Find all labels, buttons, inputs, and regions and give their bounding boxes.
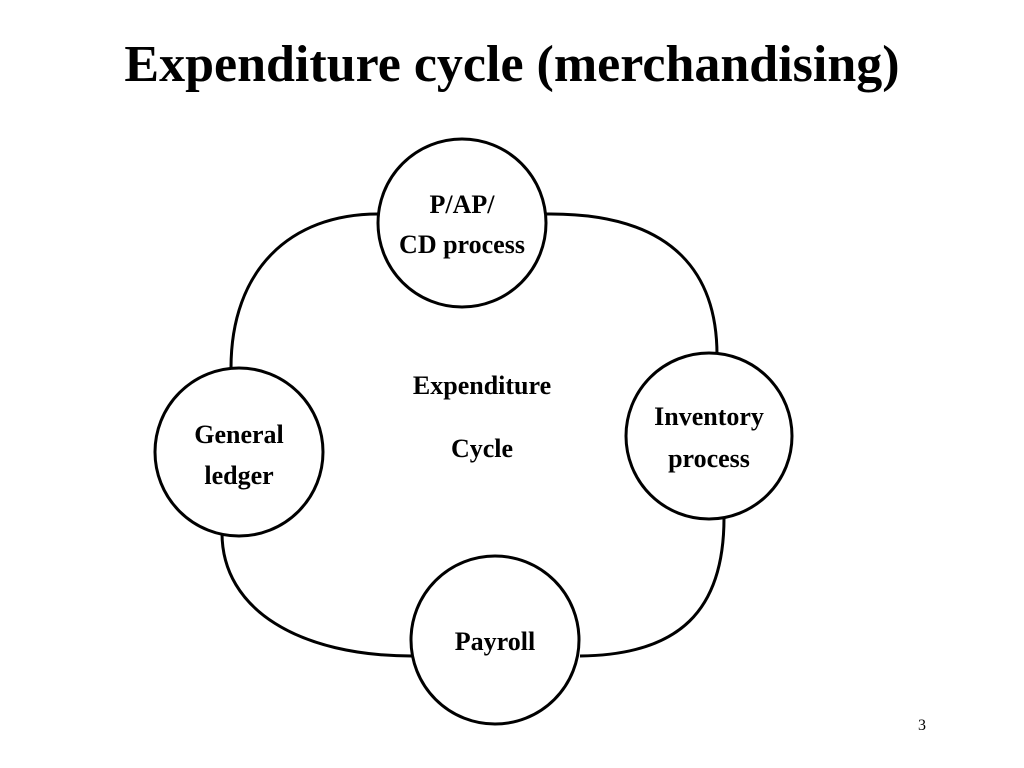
node-circle-general-ledger	[153, 366, 325, 538]
node-inventory-label-line2: process	[668, 444, 750, 473]
node-inventory-label-line1: Inventory	[654, 402, 764, 431]
node-inventory-process: Inventory process	[624, 351, 794, 521]
node-pap-cd-process: P/AP/ CD process	[376, 137, 548, 309]
node-pap-label-line1: P/AP/	[430, 190, 496, 219]
node-general-ledger: General ledger	[153, 366, 325, 538]
connector-arc-payroll-to-general-ledger	[220, 532, 413, 658]
node-circle-pap	[376, 137, 548, 309]
connector-arc-pap-to-inventory	[544, 212, 719, 356]
center-label-line1: Expenditure	[413, 371, 551, 400]
node-payroll-label: Payroll	[455, 627, 535, 656]
connector-arc-general-ledger-to-pap	[229, 212, 379, 369]
node-pap-label-line2: CD process	[399, 230, 525, 259]
node-circle-inventory	[624, 351, 794, 521]
slide-title: Expenditure cycle (merchandising)	[124, 36, 900, 93]
node-general-ledger-label-line2: ledger	[204, 461, 273, 490]
node-circle-payroll	[409, 554, 581, 726]
page-number: 3	[918, 717, 926, 734]
node-payroll: Payroll	[409, 554, 581, 726]
node-general-ledger-label-line1: General	[194, 420, 284, 449]
connector-arc-inventory-to-payroll	[579, 517, 726, 658]
center-label-line2: Cycle	[451, 434, 513, 463]
